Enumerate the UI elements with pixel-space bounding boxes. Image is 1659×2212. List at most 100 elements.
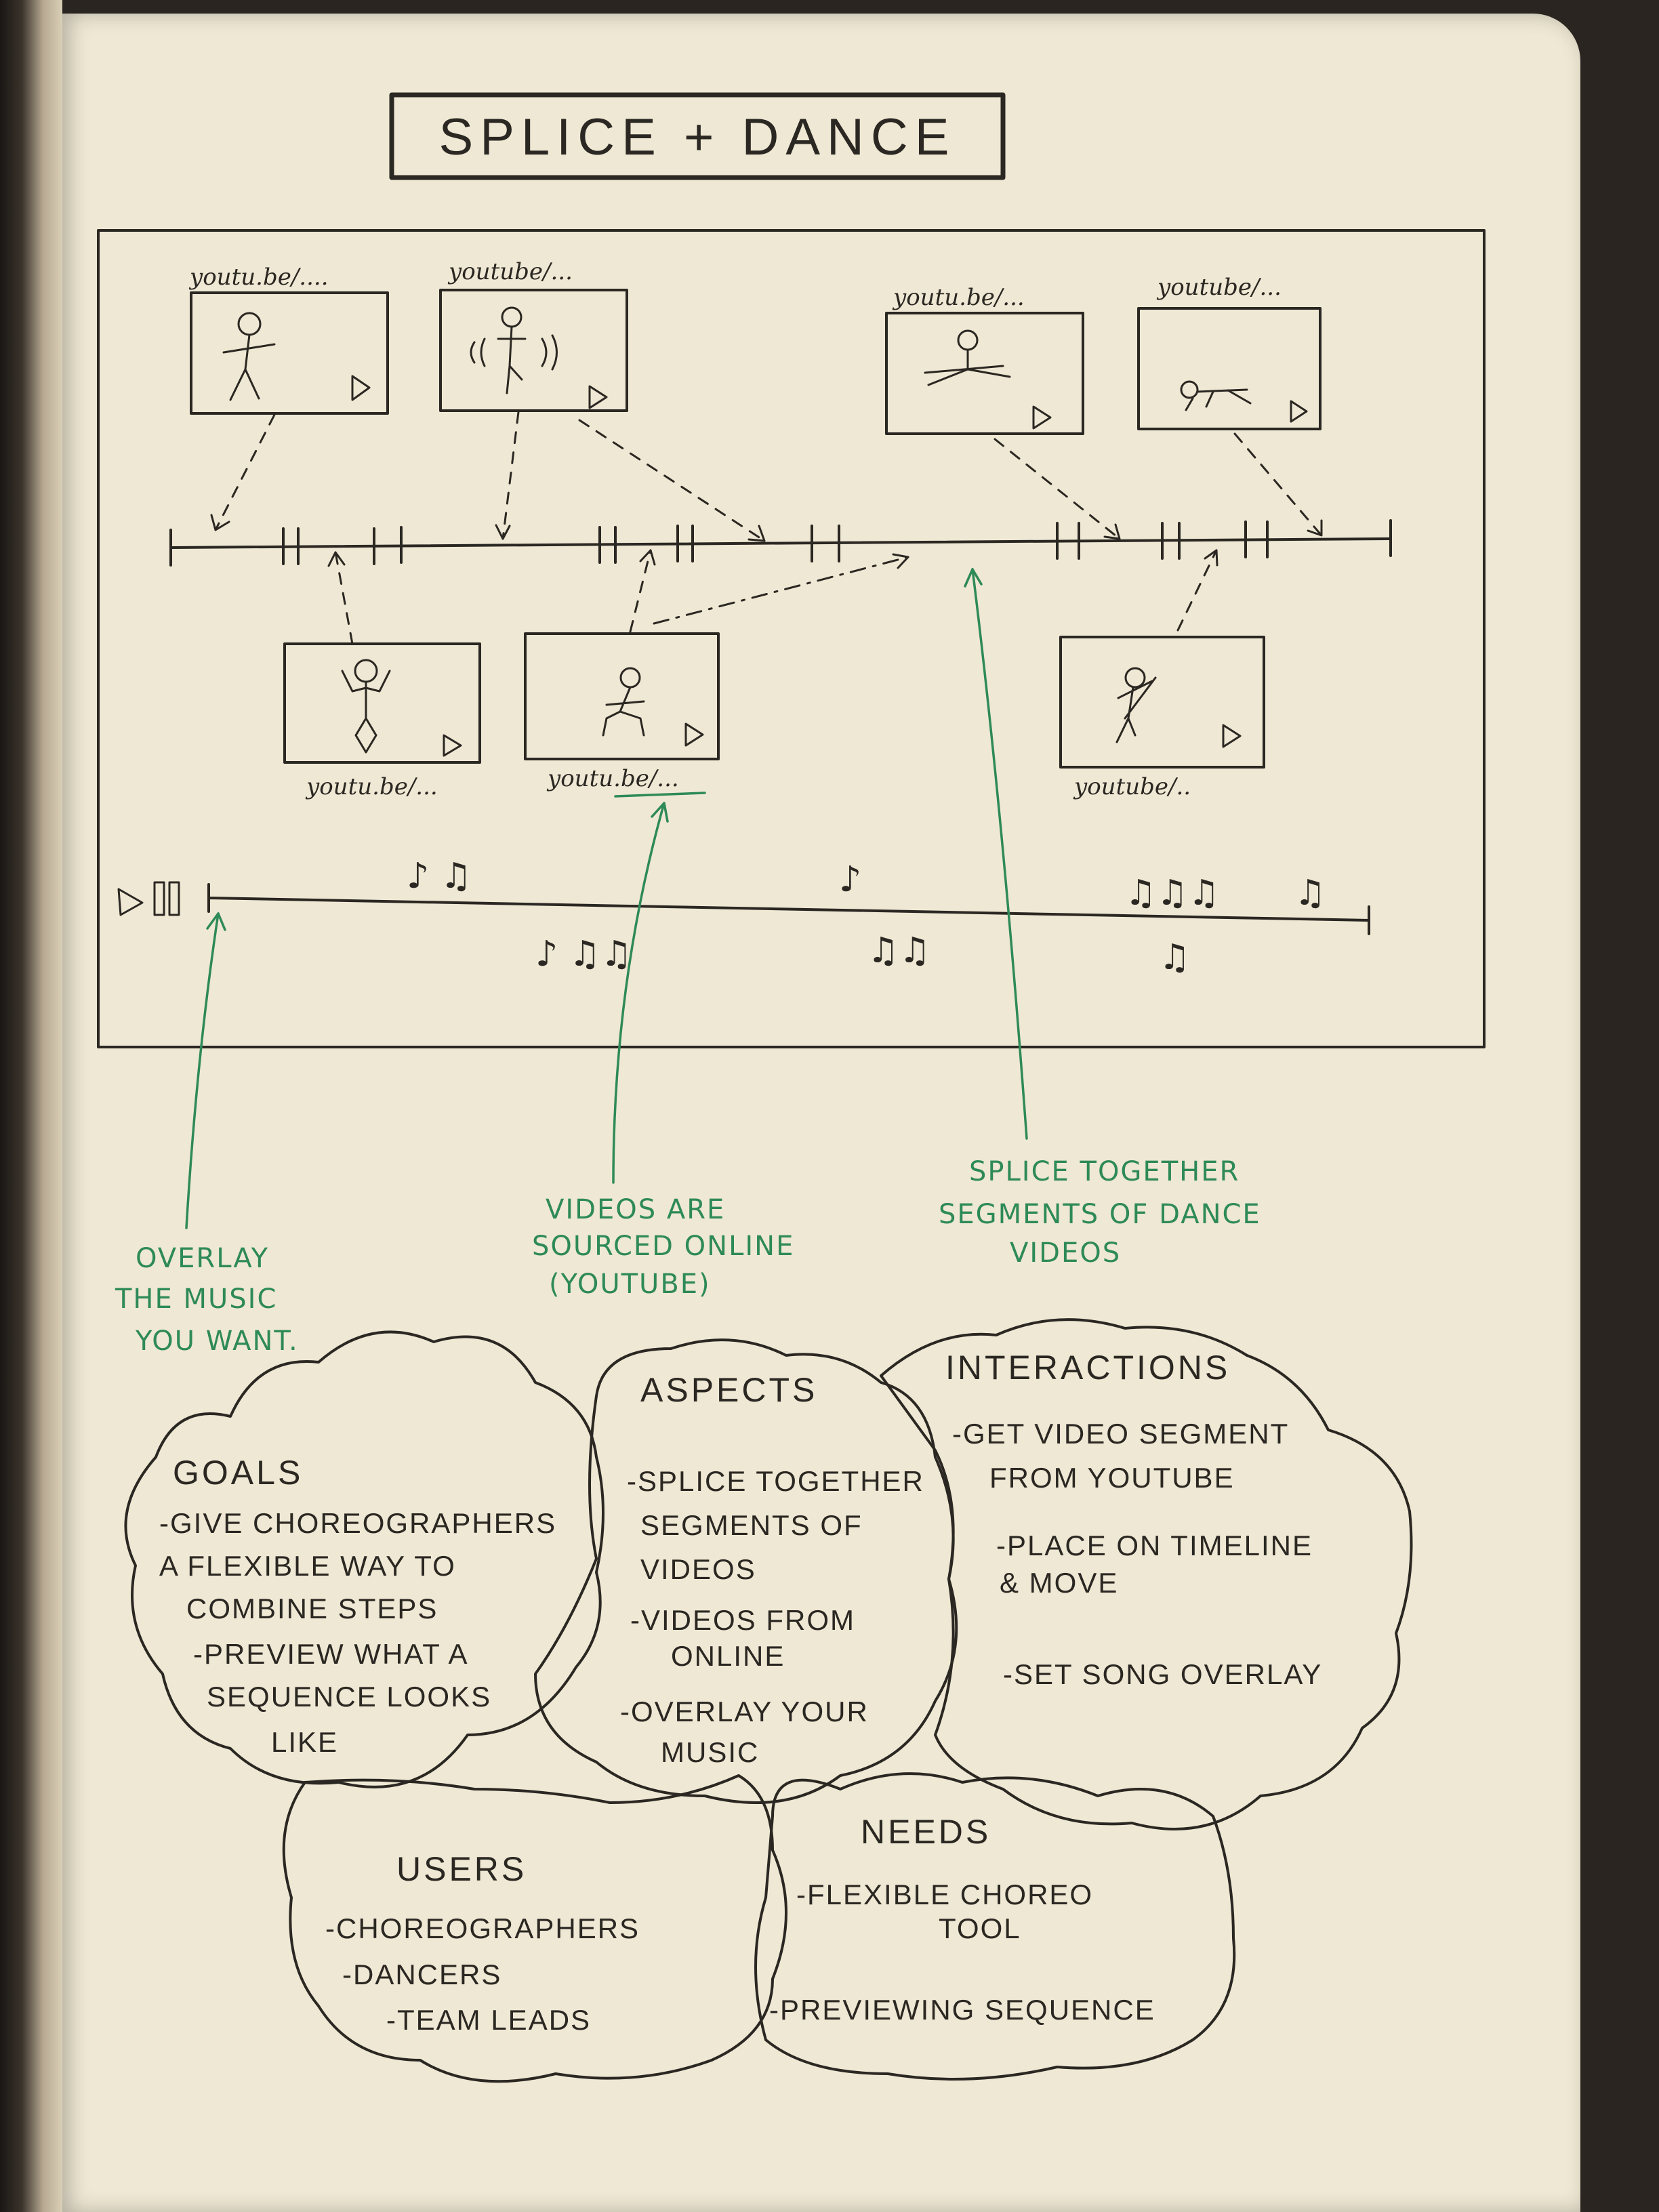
svg-text:-PLACE ON TIMELINE: -PLACE ON TIMELINE	[996, 1530, 1313, 1561]
dancer-figure	[470, 306, 558, 394]
svg-text:LIKE: LIKE	[271, 1726, 338, 1758]
svg-text:SPLICE TOGETHER: SPLICE TOGETHER	[969, 1156, 1240, 1187]
svg-text:-GET VIDEO SEGMENT: -GET VIDEO SEGMENT	[952, 1418, 1289, 1450]
svg-text:VIDEOS: VIDEOS	[640, 1553, 756, 1585]
aspects-cloud	[534, 1338, 958, 1804]
placement-arrows	[210, 411, 1323, 645]
video-url: youtube/...	[1156, 274, 1282, 301]
needs-cloud	[754, 1772, 1236, 2081]
svg-text:♫♫: ♫♫	[867, 930, 930, 971]
interactions-section: INTERACTIONS -GET VIDEO SEGMENT FROM YOU…	[945, 1349, 1322, 1690]
svg-text:VIDEOS: VIDEOS	[1010, 1237, 1121, 1269]
svg-text:-OVERLAY YOUR: -OVERLAY YOUR	[620, 1696, 869, 1727]
users-heading: USERS	[396, 1850, 527, 1888]
svg-text:-VIDEOS FROM: -VIDEOS FROM	[630, 1604, 855, 1636]
music-notes: ♪ ♫ ♪ ♫♫♫ ♫ ♪ ♫♫ ♫♫ ♫	[407, 856, 1326, 978]
goals-cloud	[124, 1330, 605, 1788]
svg-text:A FLEXIBLE WAY TO: A FLEXIBLE WAY TO	[159, 1550, 456, 1582]
users-section: USERS -CHOREOGRAPHERS -DANCERS -TEAM LEA…	[325, 1850, 640, 2036]
bottom-video-clips: youtu.be/... youtu.be/... youtube/..	[283, 632, 1265, 800]
url-underline	[614, 792, 706, 798]
video-thumbnail[interactable]: youtube/..	[1059, 636, 1265, 800]
video-url: youtu.be/...	[892, 284, 1025, 311]
svg-text:SEQUENCE LOOKS: SEQUENCE LOOKS	[207, 1681, 491, 1713]
notebook-page	[62, 14, 1580, 2212]
svg-text:YOU WANT.: YOU WANT.	[135, 1326, 299, 1357]
annotation-videos-sourced: VIDEOS ARE SOURCED ONLINE (YOUTUBE)	[532, 1194, 794, 1300]
video-thumbnail[interactable]: youtu.be/...	[283, 642, 481, 800]
dancer-figure	[924, 329, 1011, 386]
goals-section: GOALS -GIVE CHOREOGRAPHERS A FLEXIBLE WA…	[159, 1454, 556, 1758]
video-thumbnail[interactable]: youtu.be/....	[188, 264, 389, 415]
concept-clouds	[124, 1318, 1413, 2083]
svg-text:-TEAM LEADS: -TEAM LEADS	[386, 2004, 591, 2036]
svg-text:THE MUSIC: THE MUSIC	[115, 1284, 277, 1315]
svg-text:♫♫♫: ♫♫♫	[1125, 873, 1220, 914]
svg-text:-PREVIEWING SEQUENCE: -PREVIEWING SEQUENCE	[769, 1994, 1155, 2026]
video-url: youtu.be/....	[188, 264, 329, 291]
video-url: youtu.be/...	[546, 765, 679, 792]
top-video-clips: youtu.be/.... youtube/... youtu.be/...	[188, 258, 1322, 435]
video-thumbnail[interactable]: youtube/...	[439, 258, 628, 412]
annotation-overlay-music: OVERLAY THE MUSIC YOU WANT.	[115, 1243, 299, 1357]
play-icon[interactable]	[1290, 400, 1308, 423]
dancer-figure	[341, 659, 391, 754]
svg-text:ONLINE: ONLINE	[671, 1640, 785, 1672]
svg-text:MUSIC: MUSIC	[661, 1736, 759, 1768]
svg-text:♪ ♫♫: ♪ ♫♫	[535, 934, 632, 975]
play-icon[interactable]	[443, 734, 462, 757]
svg-text:(YOUTUBE): (YOUTUBE)	[549, 1269, 711, 1300]
video-thumbnail[interactable]: youtu.be/...	[885, 284, 1084, 435]
annotation-splice-segments: SPLICE TOGETHER SEGMENTS OF DANCE VIDEOS	[939, 1156, 1260, 1269]
svg-text:COMBINE STEPS: COMBINE STEPS	[186, 1593, 438, 1624]
svg-text:& MOVE: & MOVE	[1000, 1567, 1118, 1599]
svg-text:OVERLAY: OVERLAY	[136, 1243, 269, 1274]
music-track[interactable]: ♪ ♫ ♪ ♫♫♫ ♫ ♪ ♫♫ ♫♫ ♫	[117, 856, 1370, 978]
svg-text:-SPLICE TOGETHER: -SPLICE TOGETHER	[627, 1465, 924, 1497]
needs-section: NEEDS -FLEXIBLE CHOREO TOOL -PREVIEWING …	[769, 1813, 1155, 2026]
notebook-spine	[0, 0, 62, 2212]
play-icon[interactable]	[684, 722, 704, 747]
svg-text:-FLEXIBLE CHOREO: -FLEXIBLE CHOREO	[796, 1879, 1093, 1910]
title-box: SPLICE + DANCE	[389, 92, 1006, 180]
dancer-figure	[1180, 380, 1252, 411]
users-cloud	[282, 1774, 787, 2083]
svg-text:-SET SONG OVERLAY: -SET SONG OVERLAY	[1003, 1658, 1322, 1690]
svg-text:FROM YOUTUBE: FROM YOUTUBE	[989, 1462, 1235, 1494]
video-thumbnail[interactable]: youtu.be/...	[524, 632, 720, 798]
svg-text:♫: ♫	[1294, 873, 1326, 914]
play-icon[interactable]	[1222, 724, 1242, 748]
svg-text:♪: ♪	[839, 859, 861, 900]
aspects-heading: ASPECTS	[640, 1371, 817, 1409]
video-thumbnail[interactable]: youtube/...	[1137, 274, 1322, 430]
svg-text:TOOL: TOOL	[939, 1912, 1021, 1944]
interactions-cloud	[880, 1318, 1413, 1830]
video-url: youtube/..	[1073, 773, 1191, 800]
interactions-heading: INTERACTIONS	[945, 1349, 1230, 1387]
svg-text:♫: ♫	[1159, 937, 1191, 978]
play-icon[interactable]	[117, 888, 144, 916]
video-timeline[interactable]	[169, 519, 1392, 567]
annotation-arrows	[185, 568, 1028, 1229]
play-icon[interactable]	[588, 385, 608, 409]
svg-text:VIDEOS ARE: VIDEOS ARE	[546, 1194, 725, 1225]
pause-icon[interactable]	[153, 881, 180, 916]
video-url: youtube/...	[447, 258, 573, 285]
play-icon[interactable]	[1032, 405, 1052, 430]
goals-heading: GOALS	[173, 1454, 303, 1492]
svg-text:-DANCERS: -DANCERS	[342, 1959, 501, 1990]
svg-text:-GIVE CHOREOGRAPHERS: -GIVE CHOREOGRAPHERS	[159, 1507, 556, 1539]
aspects-section: ASPECTS -SPLICE TOGETHER SEGMENTS OF VID…	[620, 1371, 924, 1768]
dancer-figure	[602, 667, 645, 737]
svg-text:-CHOREOGRAPHERS: -CHOREOGRAPHERS	[325, 1912, 640, 1944]
video-url: youtu.be/...	[305, 773, 438, 800]
svg-text:SOURCED ONLINE: SOURCED ONLINE	[532, 1231, 794, 1262]
dancer-figure	[1115, 667, 1157, 743]
play-icon[interactable]	[351, 375, 371, 401]
app-frame	[97, 229, 1486, 1048]
needs-heading: NEEDS	[861, 1813, 991, 1851]
dancer-figure	[222, 312, 276, 401]
page-title: SPLICE + DANCE	[439, 108, 956, 166]
svg-text:-PREVIEW WHAT A: -PREVIEW WHAT A	[193, 1638, 468, 1670]
